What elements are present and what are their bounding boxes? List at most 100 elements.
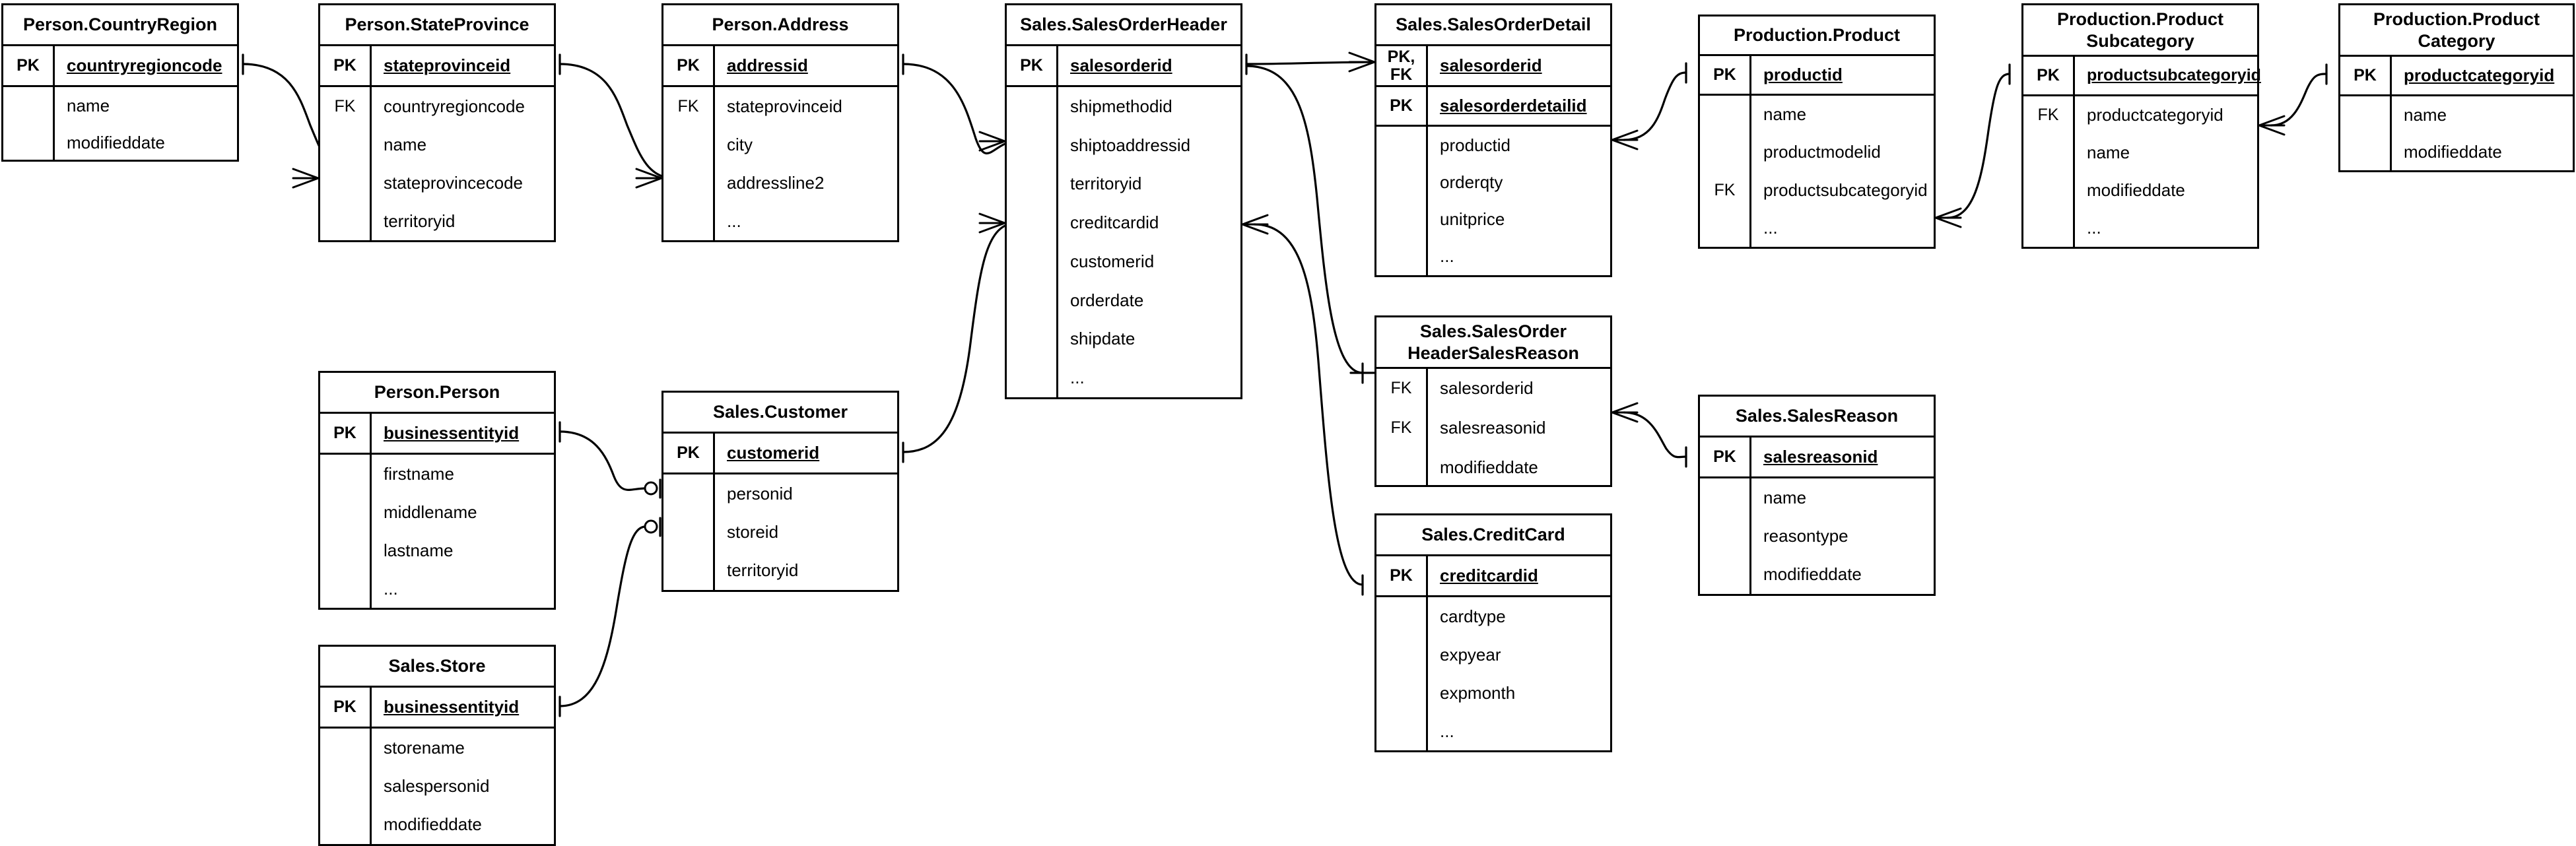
entity-pk-row[interactable]: PK businessentityid bbox=[320, 688, 554, 729]
entity-title: Sales.SalesReason bbox=[1700, 397, 1934, 438]
attribute-name: territoryid bbox=[384, 211, 456, 231]
entity-pk-row[interactable]: PK salesorderid bbox=[1007, 46, 1240, 87]
entity-title: Person.CountryRegion bbox=[3, 5, 237, 46]
entity-pk-row[interactable]: PK productid bbox=[1700, 56, 1934, 96]
entity-sales-store[interactable]: Sales.Store PK businessentityid storenam… bbox=[318, 645, 556, 846]
entity-pk-row[interactable]: PK countryregioncode bbox=[3, 46, 237, 87]
entity-attributes: productid orderqty unitprice ... bbox=[1376, 127, 1610, 275]
attribute-name: name bbox=[1763, 104, 1807, 125]
attribute-name: addressline2 bbox=[727, 172, 825, 193]
entity-person-address[interactable]: Person.Address PK addressid FK stateprov… bbox=[661, 3, 899, 242]
entity-sales-salesreason[interactable]: Sales.SalesReason PK salesreasonid name … bbox=[1698, 395, 1936, 596]
attribute-name: stateprovincecode bbox=[384, 172, 524, 193]
key-badge-fk: FK bbox=[1390, 418, 1412, 437]
connector-person-customer bbox=[559, 421, 661, 499]
attribute-name: city bbox=[727, 134, 753, 154]
entity-pk-row[interactable]: PK salesorderdetailid bbox=[1376, 87, 1610, 127]
attribute-name: name bbox=[1763, 487, 1807, 507]
key-badge bbox=[663, 164, 713, 202]
connector-salesorderheader-salesorderdetail bbox=[1245, 51, 1388, 75]
key-badge bbox=[320, 531, 370, 569]
attribute-name: reasontype bbox=[1763, 525, 1848, 546]
key-badge bbox=[1700, 133, 1749, 171]
attribute-name: salesorderdetailid bbox=[1440, 96, 1587, 115]
connector-salesorderheader-creditcard bbox=[1241, 214, 1364, 596]
key-badge bbox=[663, 125, 713, 164]
key-badge bbox=[1007, 242, 1056, 281]
entity-pk-row[interactable]: PK businessentityid bbox=[320, 414, 554, 455]
key-badge-pk: PK bbox=[1376, 87, 1428, 125]
entity-attribute-column: name modifieddate bbox=[2392, 96, 2573, 170]
key-badge bbox=[1007, 358, 1056, 397]
key-badge bbox=[1700, 478, 1749, 517]
attribute-name: productsubcategoryid bbox=[2087, 66, 2261, 84]
entity-sales-salesorderheadersalesreason[interactable]: Sales.SalesOrder HeaderSalesReason FK FK… bbox=[1374, 315, 1612, 487]
entity-title: Sales.Store bbox=[320, 647, 554, 688]
entity-sales-customer[interactable]: Sales.Customer PK customerid personid st… bbox=[661, 391, 899, 592]
attribute-name: modifieddate bbox=[2404, 141, 2502, 162]
entity-attribute-column: cardtype expyear expmonth ... bbox=[1428, 597, 1610, 750]
entity-pk-row[interactable]: PK productsubcategoryid bbox=[2023, 57, 2261, 96]
key-badge bbox=[663, 513, 713, 551]
attribute-name: salesreasonid bbox=[1763, 447, 1878, 467]
attribute-name: shipdate bbox=[1070, 329, 1135, 349]
entity-key-column bbox=[663, 474, 715, 590]
entity-attributes: name modifieddate bbox=[3, 87, 237, 162]
entity-attribute-column: firstname middlename lastname ... bbox=[372, 455, 554, 608]
entity-key-column bbox=[1700, 478, 1751, 594]
attribute-name: salesorderid bbox=[1440, 55, 1542, 75]
entity-pk-row[interactable]: PK productcategoryid bbox=[2340, 57, 2573, 96]
key-badge bbox=[1376, 447, 1426, 487]
entity-pk-row[interactable]: PK creditcardid bbox=[1376, 556, 1610, 597]
entity-key-column: FK FK bbox=[1376, 369, 1428, 487]
entity-attribute-column: productid orderqty unitprice ... bbox=[1428, 127, 1610, 275]
entity-pk-row[interactable]: PK stateprovinceid bbox=[320, 46, 554, 87]
attribute-name: name bbox=[2087, 143, 2130, 162]
entity-sales-salesorderdetail[interactable]: Sales.SalesOrderDetail PK, FK salesorder… bbox=[1374, 3, 1612, 277]
entity-title: Person.Address bbox=[663, 5, 897, 46]
attribute-name: ... bbox=[384, 578, 398, 599]
attribute-name: customerid bbox=[1070, 251, 1155, 271]
connector-salesorderdetail-product bbox=[1611, 62, 1687, 150]
entity-production-product[interactable]: Production.Product PK productid FK name … bbox=[1698, 15, 1936, 249]
entity-title: Production.Product bbox=[1700, 16, 1934, 56]
attribute-name: firstname bbox=[384, 463, 454, 484]
entity-pk-row[interactable]: PK salesreasonid bbox=[1700, 438, 1934, 478]
attribute-name: expmonth bbox=[1440, 682, 1516, 703]
entity-key-column: FK bbox=[1700, 96, 1751, 247]
entity-production-productcategory[interactable]: Production.Product Category PK productca… bbox=[2338, 3, 2575, 172]
key-badge bbox=[320, 767, 370, 805]
entity-attributes: FK productcategoryid name modifieddate .… bbox=[2023, 96, 2257, 247]
attribute-name: personid bbox=[727, 483, 793, 504]
key-badge-pk: PK bbox=[2023, 57, 2075, 94]
entity-pk-row[interactable]: PK customerid bbox=[663, 434, 897, 474]
entity-person-person[interactable]: Person.Person PK businessentityid firstn… bbox=[318, 371, 556, 610]
entity-production-productsubcategory[interactable]: Production.Product Subcategory PK produc… bbox=[2021, 3, 2261, 249]
key-badge-pk: PK bbox=[1700, 438, 1751, 476]
connector-subcategory-category bbox=[2258, 63, 2328, 136]
key-badge bbox=[1007, 203, 1056, 242]
key-badge bbox=[320, 202, 370, 240]
key-badge bbox=[3, 125, 53, 162]
key-badge bbox=[1700, 209, 1749, 247]
attribute-name: territoryid bbox=[1070, 174, 1142, 194]
attribute-name: customerid bbox=[727, 443, 820, 463]
attribute-name: salespersonid bbox=[384, 775, 490, 796]
key-badge bbox=[1007, 87, 1056, 126]
entity-sales-creditcard[interactable]: Sales.CreditCard PK creditcardid cardtyp… bbox=[1374, 513, 1612, 752]
entity-person-countryregion[interactable]: Person.CountryRegion PK countryregioncod… bbox=[1, 3, 239, 162]
entity-title: Production.Product Subcategory bbox=[2023, 5, 2257, 57]
key-badge bbox=[320, 164, 370, 202]
key-badge bbox=[1376, 712, 1426, 750]
attribute-name: stateprovinceid bbox=[727, 96, 842, 116]
key-badge bbox=[2023, 172, 2073, 209]
attribute-name: shipmethodid bbox=[1070, 96, 1172, 116]
entity-pk-row[interactable]: PK, FK salesorderid bbox=[1376, 46, 1610, 87]
attribute-name: modifieddate bbox=[2087, 180, 2185, 200]
entity-attributes: FK countryregioncode name stateprovincec… bbox=[320, 87, 554, 240]
entity-pk-row[interactable]: PK addressid bbox=[663, 46, 897, 87]
entity-person-stateprovince[interactable]: Person.StateProvince PK stateprovinceid … bbox=[318, 3, 556, 242]
entity-sales-salesorderheader[interactable]: Sales.SalesOrderHeader PK salesorderid s… bbox=[1005, 3, 1242, 399]
key-badge bbox=[1700, 556, 1749, 594]
attribute-name: ... bbox=[1763, 217, 1778, 238]
